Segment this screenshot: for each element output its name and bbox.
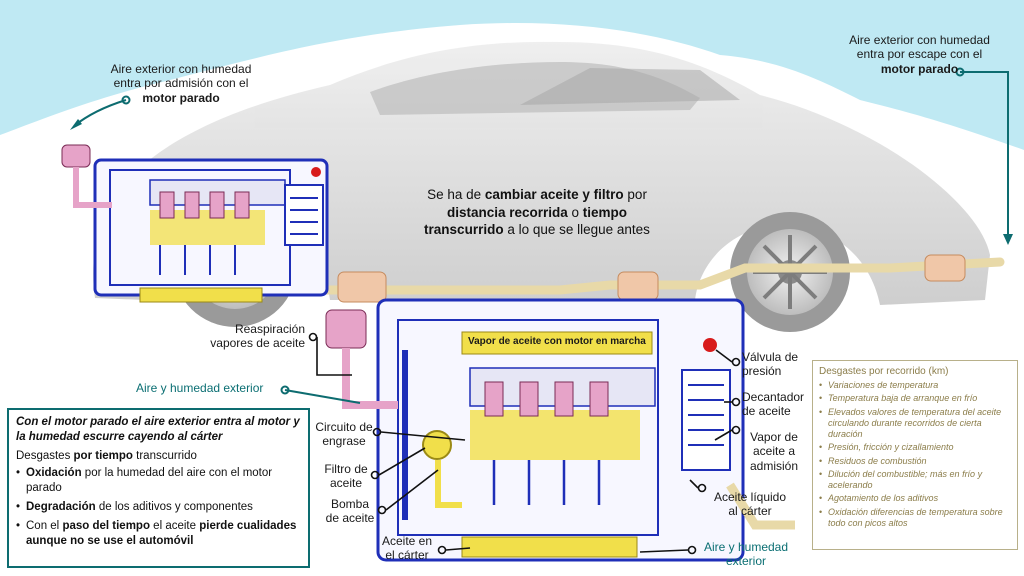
air-humidity-label: Aire y humedad exterior bbox=[136, 381, 264, 395]
exhaust-air-arrow bbox=[955, 67, 1013, 245]
list-item: Oxidación diferencias de temperatura sob… bbox=[819, 507, 1011, 530]
oil-decanter-label: Decantador de aceite bbox=[742, 390, 805, 419]
air-humidity-label-2: Aire y humedad exterior bbox=[703, 540, 789, 569]
vapor-intake-label: Vapor de aceite a admisión bbox=[749, 430, 799, 473]
liquid-oil-label: Aceite líquido al cárter bbox=[713, 490, 787, 519]
list-item: Dilución del combustible; más en frío y … bbox=[819, 469, 1011, 492]
distance-wear-title: Desgastes por recorrido (km) bbox=[819, 366, 949, 377]
exhaust-air-label: Aire exterior con humedad entra por esca… bbox=[849, 33, 990, 76]
time-wear-title: Con el motor parado el aire exterior ent… bbox=[16, 416, 300, 443]
top-engine-diagram bbox=[61, 144, 329, 303]
time-wear-list: Oxidación por la humedad del aire con el… bbox=[16, 466, 301, 549]
list-item: Degradación de los aditivos y componente… bbox=[16, 500, 301, 515]
list-item: Variaciones de temperatura bbox=[819, 380, 1011, 392]
list-item: Presión, fricción y cizallamiento bbox=[819, 442, 1011, 454]
pressure-valve-label: Válvula de presión bbox=[742, 350, 799, 379]
grease-circuit-label: Circuito de engrase bbox=[315, 420, 373, 449]
list-item: Elevados valores de temperatura del acei… bbox=[819, 407, 1011, 441]
oil-filter-label: Filtro de aceite bbox=[324, 462, 368, 491]
list-item: Temperatura baja de arranque en frío bbox=[819, 393, 1011, 405]
intake-air-label: Aire exterior con humedad entra por admi… bbox=[110, 62, 252, 105]
list-item: Agotamiento de los aditivos bbox=[819, 493, 1011, 505]
list-item: Residuos de combustión bbox=[819, 456, 1011, 468]
breather-label: Reaspiración vapores de aceite bbox=[210, 322, 305, 351]
time-wear-subtitle: Desgastes por tiempo transcurrido bbox=[16, 449, 197, 462]
list-item: Con el paso del tiempo el aceite pierde … bbox=[16, 519, 301, 549]
distance-wear-box: Desgastes por recorrido (km) Variaciones… bbox=[812, 360, 1018, 550]
air-humidity-arrow bbox=[280, 385, 361, 404]
oil-pump-label: Bomba de aceite bbox=[325, 497, 375, 526]
exhaust-pipe bbox=[295, 254, 1005, 303]
list-item: Oxidación por la humedad del aire con el… bbox=[16, 466, 301, 496]
leader-lines bbox=[308, 332, 741, 555]
oil-change-callout: Se ha de cambiar aceite y filtro por dis… bbox=[424, 187, 650, 238]
sky-background bbox=[0, 0, 1024, 150]
oil-vapor-label: Vapor de aceite con motor en marcha bbox=[468, 336, 646, 347]
intake-air-arrow bbox=[70, 95, 131, 130]
distance-wear-list: Variaciones de temperatura Temperatura b… bbox=[819, 380, 1011, 529]
oil-sump-label: Aceite en el cárter bbox=[381, 534, 433, 563]
time-wear-box: Con el motor parado el aire exterior ent… bbox=[7, 408, 310, 568]
